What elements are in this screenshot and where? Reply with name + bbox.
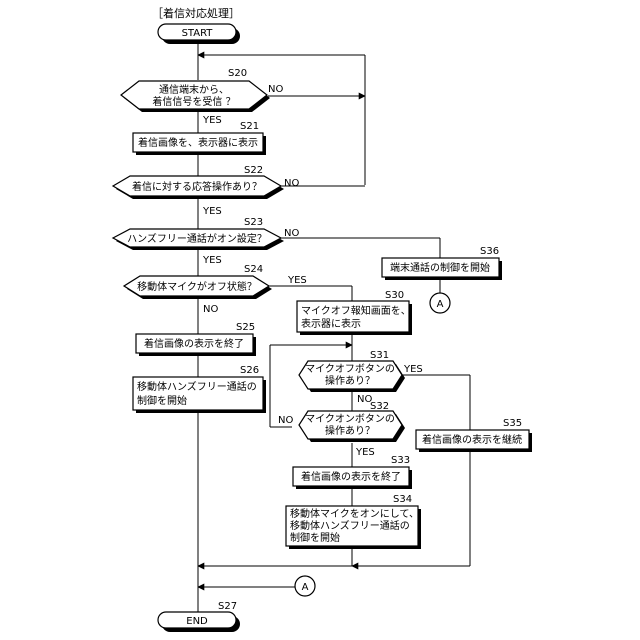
connector-a-bottom: A [295,576,315,596]
s24-yes-label: YES [287,275,307,286]
s35-text: 着信画像の表示を継続 [422,433,522,446]
s36-id: S36 [480,246,499,257]
s23-text: ハンズフリー通話がオン設定？ [127,232,267,245]
s22-no-label: NO [284,178,299,189]
connector-a-top-label: A [437,299,444,310]
s31-line2: 操作あり？ [325,374,375,387]
s25-id: S25 [236,322,255,333]
s31-id: S31 [370,350,389,361]
s20-no-label: NO [268,84,283,95]
s34-line1: 移動体マイクをオンにして、 [290,507,419,520]
s24-id: S24 [244,264,263,275]
end-terminal: END S27 [158,601,240,632]
s26-line2: 制御を開始 [137,394,187,407]
s33-id: S33 [391,455,410,466]
s36-text: 端末通話の制御を開始 [390,261,490,274]
start-terminal: START [158,24,240,44]
s35-id: S35 [503,418,522,429]
connector-a-bottom-label: A [302,582,309,593]
s34-line3: 制御を開始 [290,531,340,544]
s24-text: 移動体マイクがオフ状態？ [137,280,257,293]
s20-id: S20 [228,68,247,79]
s31-yes-label: YES [403,364,423,375]
s32-line1: マイクオンボタンの [305,413,395,425]
s23-yes-label: YES [202,255,222,266]
s21-text: 着信画像を、表示器に表示 [138,136,258,149]
s31-line1: マイクオフボタンの [305,363,395,375]
s31-no-label: NO [357,394,372,405]
s20-yes-label: YES [202,115,222,126]
s32-yes-label: YES [355,447,375,458]
decision-s20: 通信端末から、 着信信号を受信 ？ S20 [121,68,270,112]
connector-a-top: A [430,293,450,313]
s22-id: S22 [244,165,263,176]
s22-yes-label: YES [202,206,222,217]
s27-id: S27 [218,601,237,612]
s20-line1: 通信端末から、 [159,83,229,96]
s24-no-label: NO [203,304,218,315]
s21-id: S21 [240,121,259,132]
diagram-title: ［着信対応処理］ [152,6,240,20]
process-s30: マイクオフ報知画面を、 表示器に表示 S30 [297,290,412,335]
s30-line1: マイクオフ報知画面を、 [301,304,411,317]
start-label: START [182,28,214,39]
s34-line2: 移動体ハンズフリー通話の [290,519,410,532]
process-s25: 着信画像の表示を終了 S25 [136,322,256,356]
s32-line2: 操作あり？ [325,424,375,437]
process-s34: 移動体マイクをオンにして、 移動体ハンズフリー通話の 制御を開始 S34 [286,494,421,549]
s32-id: S32 [370,401,389,412]
s23-id: S23 [244,217,263,228]
s33-text: 着信画像の表示を終了 [301,470,401,483]
process-s21: 着信画像を、表示器に表示 S21 [133,121,266,155]
s20-line2: 着信信号を受信 ？ [152,95,235,108]
process-s26: 移動体ハンズフリー通話の 制御を開始 S26 [133,365,266,413]
s30-line2: 表示器に表示 [301,317,361,330]
s22-text: 着信に対する応答操作あり？ [132,180,262,193]
s25-text: 着信画像の表示を終了 [144,337,244,350]
s23-no-label: NO [284,228,299,239]
process-s36: 端末通話の制御を開始 S36 [382,246,502,280]
end-label: END [186,616,208,627]
s30-id: S30 [385,290,404,301]
process-s35: 着信画像の表示を継続 S35 [416,418,532,452]
s26-line1: 移動体ハンズフリー通話の [137,380,257,393]
s34-id: S34 [393,494,412,505]
s26-id: S26 [240,365,259,376]
s32-no-label: NO [278,415,293,426]
